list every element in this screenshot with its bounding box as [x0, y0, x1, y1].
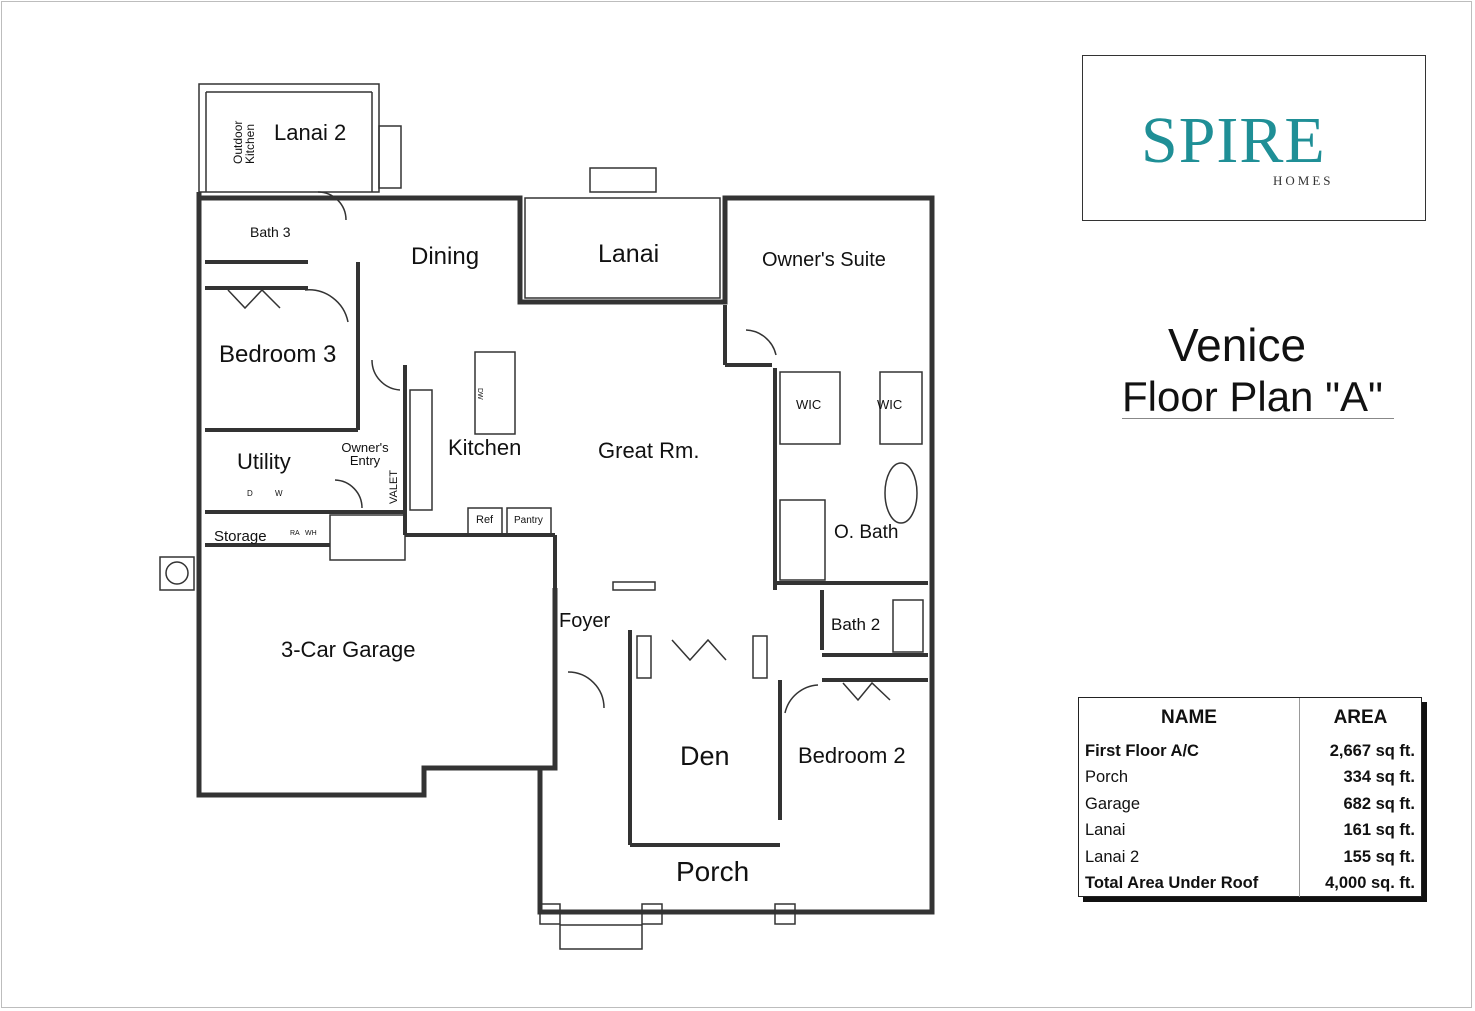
area-row-name: Total Area Under Roof	[1085, 874, 1259, 893]
room-outdoor-kitchen: Outdoor Kitchen	[231, 120, 257, 164]
area-row-name: Lanai 2	[1085, 847, 1140, 866]
label-valet: VALET	[388, 469, 400, 504]
area-row-name: First Floor A/C	[1085, 741, 1199, 760]
room-owners-suite: Owner's Suite	[762, 249, 886, 271]
title-underline	[1122, 418, 1394, 419]
room-utility: Utility	[237, 449, 291, 474]
room-great-rm: Great Rm.	[598, 438, 700, 463]
label-wh: WH	[305, 530, 317, 537]
area-row-value: 161 sq ft.	[1298, 817, 1421, 844]
room-garage: 3-Car Garage	[281, 637, 416, 662]
table-row: Garage 682 sq ft.	[1079, 791, 1421, 818]
plan-title: Venice	[1168, 319, 1307, 371]
room-o-bath: O. Bath	[834, 522, 899, 543]
room-bath2: Bath 2	[831, 615, 881, 634]
room-wic-2: WIC	[877, 397, 903, 412]
room-dining: Dining	[411, 243, 480, 270]
room-bedroom2: Bedroom 2	[798, 743, 906, 768]
area-row-value: 682 sq ft.	[1298, 791, 1421, 818]
label-ref: Ref	[476, 514, 494, 526]
area-row-name: Lanai	[1085, 821, 1126, 840]
table-row: Total Area Under Roof 4,000 sq. ft.	[1079, 870, 1421, 897]
room-storage: Storage	[214, 528, 267, 545]
room-den: Den	[680, 741, 730, 771]
logo-box: SPIRE HOMES	[1082, 55, 1426, 221]
table-row: Lanai 161 sq ft.	[1079, 817, 1421, 844]
logo-brand-name: SPIRE	[1141, 104, 1326, 177]
logo-brand-sub: HOMES	[1273, 173, 1334, 188]
area-row-name: Porch	[1085, 768, 1129, 787]
area-table-body: First Floor A/C 2,667 sq ft. Porch 334 sq f…	[1079, 738, 1421, 897]
room-lanai2: Lanai 2	[274, 120, 347, 145]
room-foyer: Foyer	[559, 610, 611, 632]
header-area: AREA	[1298, 698, 1421, 738]
room-lanai: Lanai	[598, 240, 660, 268]
room-kitchen: Kitchen	[448, 435, 522, 460]
area-row-value: 155 sq ft.	[1298, 844, 1421, 871]
room-bath3: Bath 3	[250, 224, 291, 240]
label-dryer: D	[247, 489, 253, 498]
table-row: Porch 334 sq ft.	[1079, 764, 1421, 791]
area-row-value: 334 sq ft.	[1298, 764, 1421, 791]
outer-wall	[199, 195, 935, 915]
label-ra: RA	[290, 530, 300, 537]
plan-subtitle: Floor Plan "A"	[1122, 373, 1383, 420]
room-bedroom3: Bedroom 3	[219, 341, 337, 368]
area-row-value: 2,667 sq ft.	[1298, 738, 1421, 765]
header-name: NAME	[1161, 707, 1217, 728]
room-owners-entry: Owner's Entry	[341, 440, 389, 468]
area-row-value: 4,000 sq. ft.	[1298, 870, 1421, 897]
label-pantry: Pantry	[514, 515, 543, 526]
label-dw: DW	[476, 388, 483, 400]
area-row-name: Garage	[1085, 794, 1141, 813]
label-washer: W	[275, 489, 283, 498]
room-wic-1: WIC	[796, 397, 822, 412]
table-row: Lanai 2 155 sq ft.	[1079, 844, 1421, 871]
lanai-outline	[524, 197, 721, 299]
room-porch: Porch	[676, 856, 750, 887]
table-row: First Floor A/C 2,667 sq ft.	[1079, 738, 1421, 765]
